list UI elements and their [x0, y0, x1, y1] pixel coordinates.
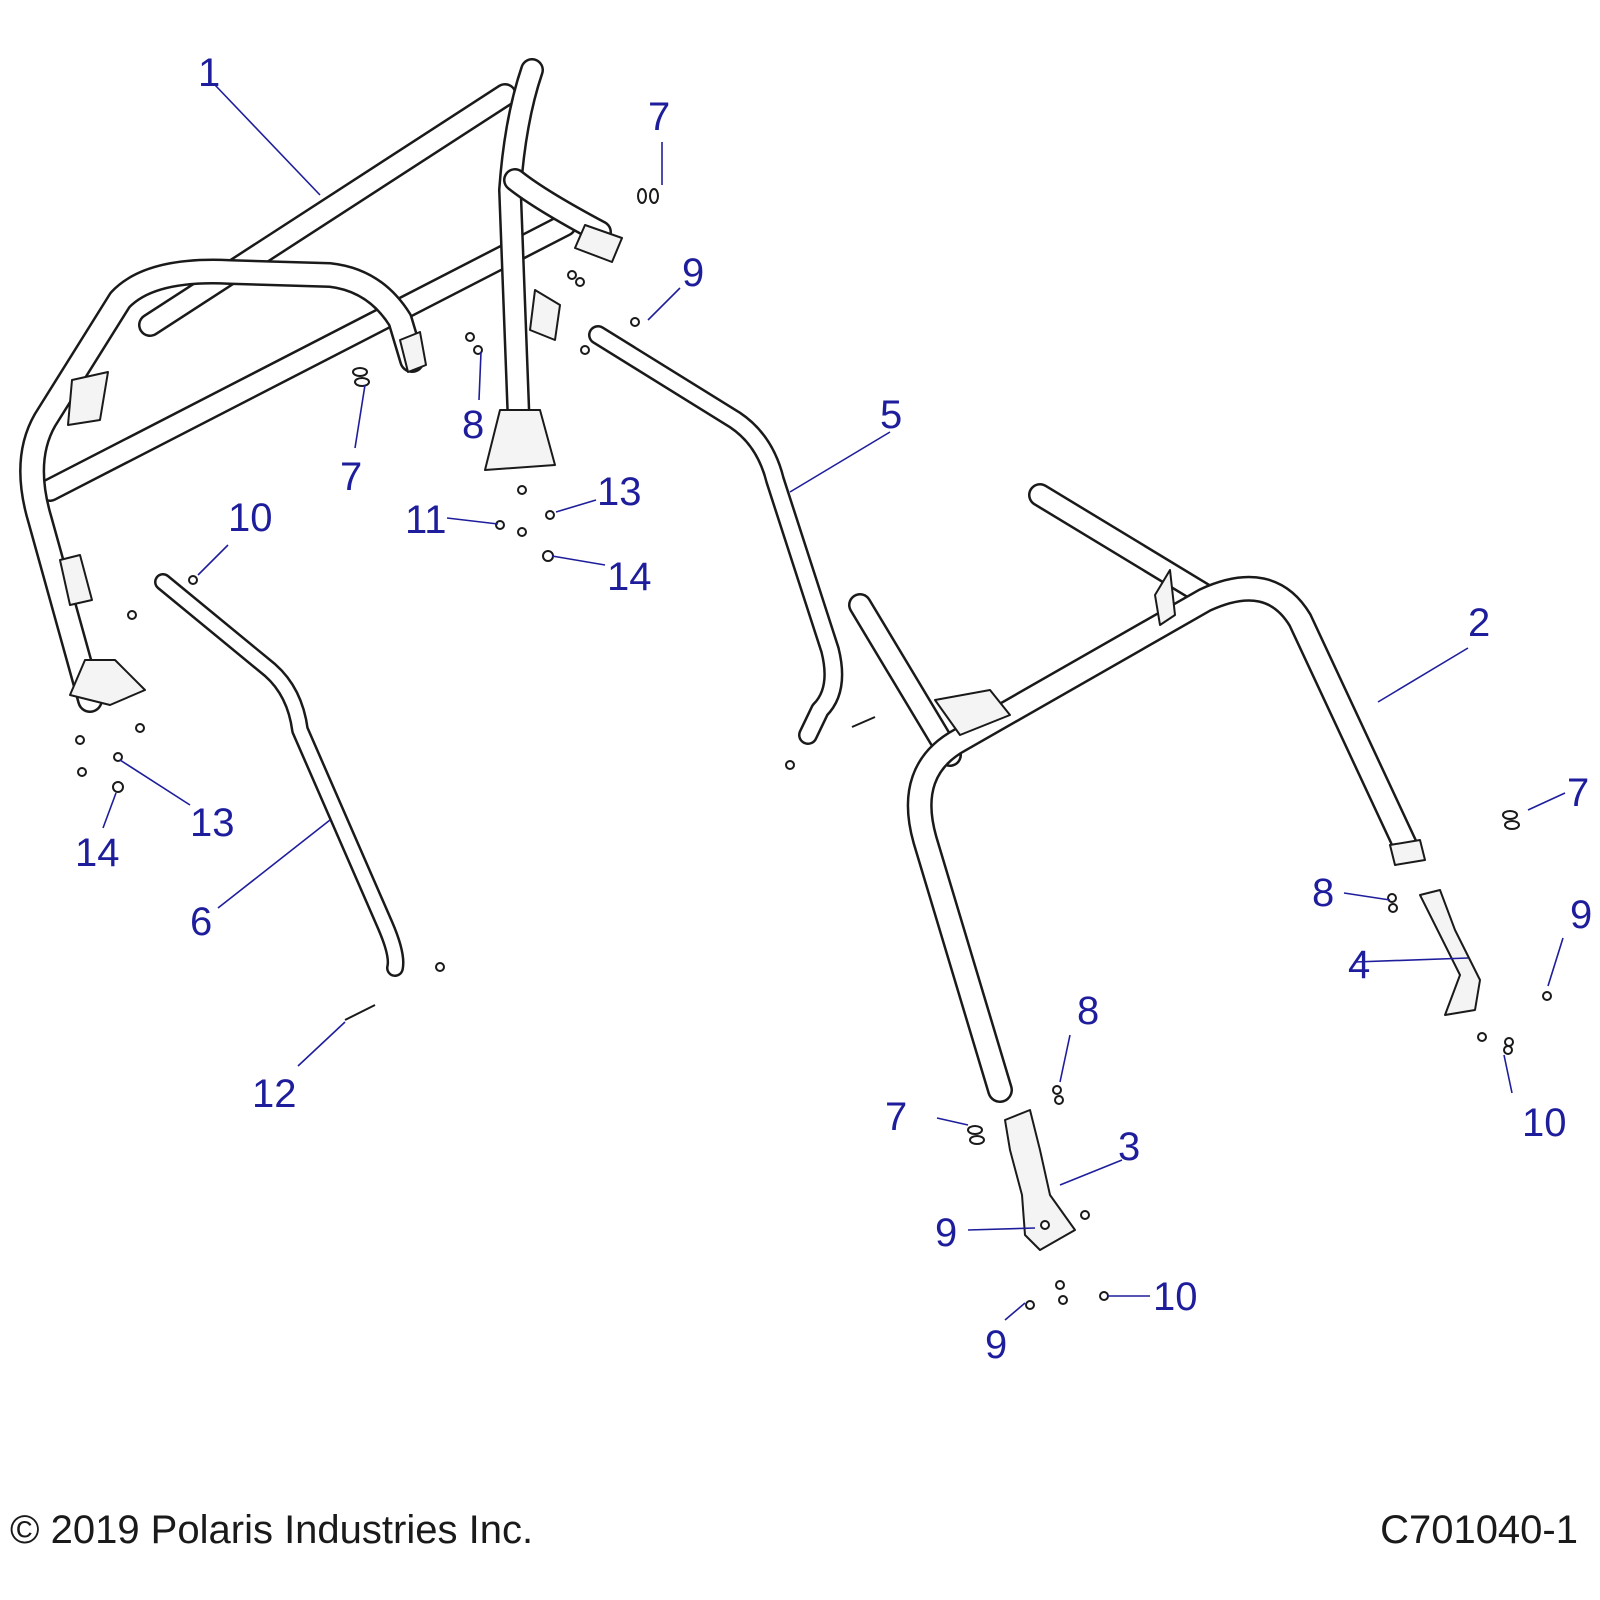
callout-9: 9	[935, 1211, 957, 1255]
nut	[1504, 1037, 1514, 1047]
part-1-rear-cage	[19, 58, 623, 713]
bolt	[354, 377, 370, 387]
bolt	[75, 735, 85, 745]
callout-10: 10	[1522, 1101, 1567, 1145]
callout-8: 8	[1077, 989, 1099, 1033]
copyright-notice: © 2019 Polaris Industries Inc.	[10, 1508, 534, 1552]
callout-7: 7	[648, 95, 670, 139]
bolt	[352, 367, 368, 377]
nut	[1388, 903, 1398, 913]
bolt	[1502, 810, 1518, 820]
callout-9: 9	[1570, 893, 1592, 937]
nut	[1054, 1095, 1064, 1105]
bolt	[649, 188, 659, 204]
nut	[580, 345, 590, 355]
bolt	[113, 752, 123, 762]
leader-lines	[102, 84, 1566, 1321]
part-5-brace	[588, 325, 844, 745]
bolt	[1025, 1300, 1035, 1310]
bolt	[127, 610, 137, 620]
callout-3: 3	[1118, 1125, 1140, 1169]
callout-14: 14	[75, 831, 120, 875]
bolt	[1504, 820, 1520, 830]
part-6-brace	[154, 573, 405, 977]
bolt	[344, 1004, 376, 1021]
callout-8: 8	[462, 403, 484, 447]
callout-5: 5	[880, 393, 902, 437]
callout-10: 10	[228, 496, 273, 540]
callout-4: 4	[1348, 943, 1370, 987]
bolt	[135, 723, 145, 733]
bolt	[495, 520, 505, 530]
callout-labels: 1 2 3 4 5 6 7 7 7 7 8 8 8 9 9 9 9 10 10 …	[75, 51, 1592, 1367]
callout-2: 2	[1468, 601, 1490, 645]
hardware	[75, 188, 1552, 1310]
nut	[630, 317, 640, 327]
nut	[542, 550, 554, 562]
callout-11: 11	[405, 498, 447, 542]
nut	[1055, 1280, 1065, 1290]
bolt	[1542, 991, 1552, 1001]
bolt	[1040, 1220, 1050, 1230]
nut	[77, 767, 87, 777]
nut	[1387, 893, 1397, 903]
callout-13: 13	[190, 801, 235, 845]
bolt	[967, 1125, 983, 1135]
part-4-foot-mount	[1419, 889, 1481, 1016]
callout-7: 7	[885, 1095, 907, 1139]
bolt	[1080, 1210, 1090, 1220]
bolt	[637, 188, 647, 204]
nut	[567, 270, 577, 280]
nut	[112, 781, 124, 793]
callout-7: 7	[340, 455, 362, 499]
nut	[435, 962, 445, 972]
callout-13: 13	[597, 470, 642, 514]
part-2-front-cage	[848, 483, 1426, 1103]
nut	[785, 760, 795, 770]
nut	[465, 332, 475, 342]
nut	[517, 527, 527, 537]
bolt	[517, 485, 527, 495]
callout-12: 12	[252, 1072, 297, 1116]
nut	[1503, 1045, 1513, 1055]
drawing-number: C701040-1	[1380, 1508, 1578, 1552]
nut	[575, 277, 585, 287]
nut	[188, 575, 198, 585]
nut	[1058, 1295, 1068, 1305]
callout-9: 9	[682, 251, 704, 295]
callout-8: 8	[1312, 871, 1334, 915]
nut	[1052, 1085, 1062, 1095]
bolt	[969, 1135, 985, 1145]
callout-10: 10	[1153, 1275, 1198, 1319]
callout-6: 6	[190, 900, 212, 944]
callout-9: 9	[985, 1323, 1007, 1367]
nut	[473, 345, 483, 355]
bolt	[851, 716, 876, 728]
part-3-foot-mount	[1004, 1109, 1076, 1251]
bolt	[545, 510, 555, 520]
nut	[1477, 1032, 1487, 1042]
callout-14: 14	[607, 555, 652, 599]
nut	[1099, 1291, 1109, 1301]
callout-7: 7	[1567, 771, 1589, 815]
callout-1: 1	[198, 51, 220, 95]
